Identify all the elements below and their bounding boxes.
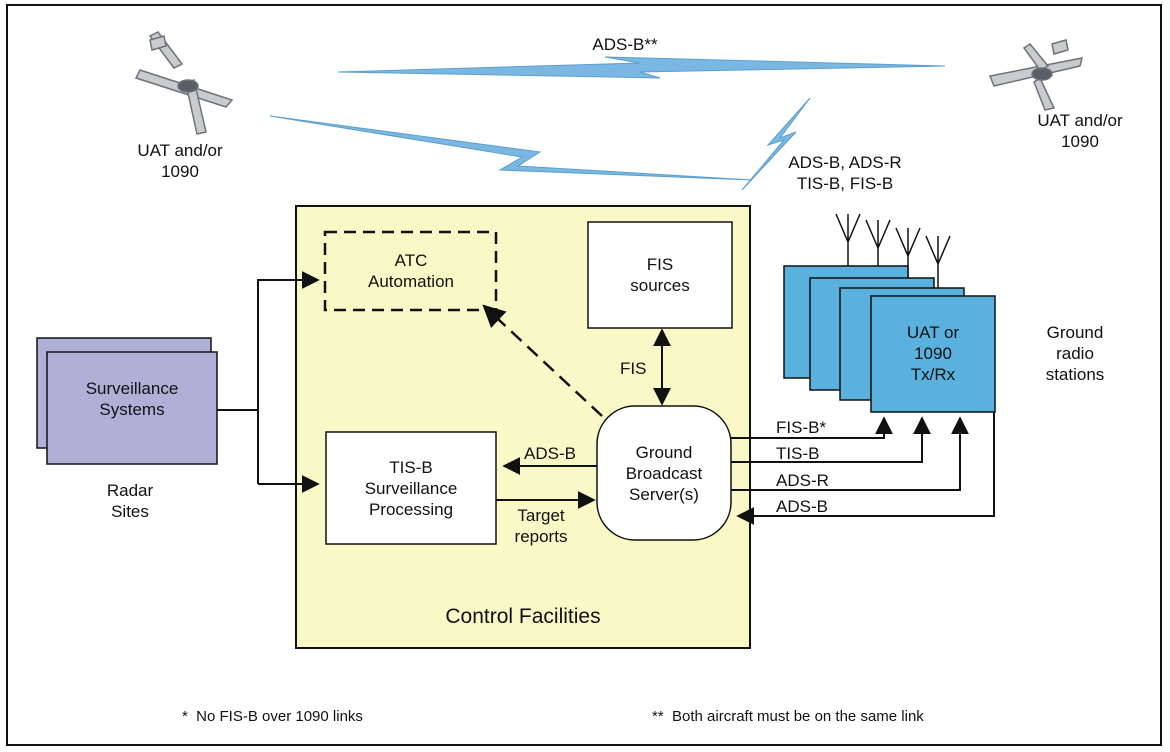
target-reports-label: Target reports [500,505,582,547]
tisb-processing-text: TIS-B Surveillance Processing [328,457,494,520]
atc-automation-text: ATC Automation [330,250,492,292]
air-to-ground-link-left [270,116,752,180]
aircraft-left-label: UAT and/or 1090 [110,140,250,182]
footnote-single-star: * No FIS-B over 1090 links [182,706,363,727]
server-radio-links [731,412,994,516]
link-adsb-label: ADS-B [776,496,828,517]
footnote-double-star: ** Both aircraft must be on the same lin… [652,706,924,727]
aircraft-left-icon [136,32,232,134]
ads-b-to-tisb-label: ADS-B [524,443,576,464]
ads-b-air-to-air-link [338,57,945,78]
aircraft-right-icon [990,40,1082,110]
fis-label: FIS [620,358,646,379]
uat-radio-text: UAT or 1090 Tx/Rx [873,322,993,385]
radar-sites-label: Radar Sites [60,480,200,522]
link-tisb-label: TIS-B [776,443,819,464]
ground-broadcast-server-text: Ground Broadcast Server(s) [599,442,729,505]
control-facilities-label: Control Facilities [296,606,750,627]
ads-b-air-label: ADS-B** [570,34,680,55]
ground-services-label: ADS-B, ADS-R TIS-B, FIS-B [755,152,935,194]
surveillance-systems-text: Surveillance Systems [49,378,215,420]
link-adsr-label: ADS-R [776,470,829,491]
aircraft-right-label: UAT and/or 1090 [1010,110,1150,152]
fis-sources-text: FIS sources [590,254,730,296]
link-fisb-label: FIS-B* [776,417,826,438]
ground-radio-stations-label: Ground radio stations [1010,322,1140,385]
